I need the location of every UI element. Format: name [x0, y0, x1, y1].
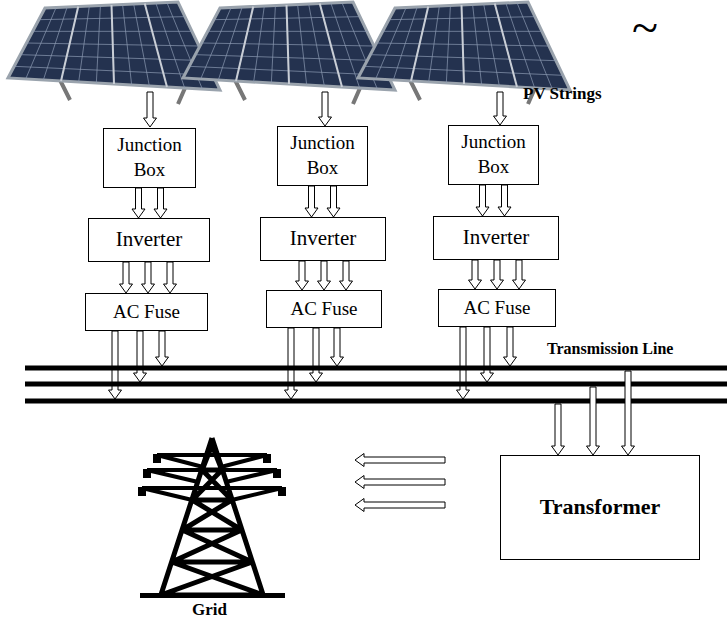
power-connector: [120, 262, 177, 293]
arrow-shaft: [513, 260, 526, 289]
power-connector: [132, 188, 167, 218]
module-divider: [287, 5, 290, 84]
insulator: [153, 454, 161, 463]
grid-arrow: [355, 476, 445, 489]
junction-box: Junction Box: [448, 125, 539, 185]
transmission-line: [25, 366, 727, 371]
module-divider: [236, 7, 253, 82]
dc-arrow: [494, 92, 507, 125]
module-divider: [61, 7, 78, 82]
arrow-shaft: [305, 186, 318, 217]
module-divider: [462, 5, 465, 84]
fuse-box: AC Fuse: [438, 289, 556, 327]
arrow-shaft: [498, 185, 511, 216]
module-divider: [112, 5, 115, 84]
dc-arrow: [144, 92, 157, 127]
section-label: PV Strings: [523, 84, 602, 104]
feed-arrow: [552, 404, 565, 455]
ac-symbol: ~: [632, 0, 658, 55]
junction-box: Junction Box: [103, 128, 196, 188]
fuse-box: AC Fuse: [266, 290, 382, 328]
node-label: Junction Box: [104, 133, 195, 182]
module-divider: [495, 4, 517, 88]
insulator: [263, 454, 271, 463]
fuse-box: AC Fuse: [85, 293, 208, 331]
pv-panel: [183, 2, 395, 126]
arrow-shaft: [296, 261, 309, 290]
arrow-shaft: [340, 261, 353, 290]
power-connector: [305, 186, 340, 217]
arrow-shaft: [476, 185, 489, 216]
transformer-box: Transformer: [500, 455, 700, 560]
node-label: Inverter: [463, 224, 529, 251]
ac-arrow: [457, 327, 470, 399]
module-divider: [320, 4, 342, 88]
node-label: Transformer: [540, 493, 661, 522]
cross-arm: [157, 455, 267, 467]
node-label: Inverter: [290, 225, 356, 252]
node-label: AC Fuse: [463, 296, 530, 321]
arrow-shaft: [154, 188, 167, 218]
cross-arm: [147, 470, 277, 482]
power-connector: [469, 260, 526, 289]
ac-arrow: [285, 328, 298, 399]
junction-box: Junction Box: [277, 126, 368, 186]
node-label: AC Fuse: [290, 297, 357, 322]
node-label: Inverter: [116, 226, 182, 253]
grid-arrow: [355, 454, 445, 467]
cell-grid: [364, 3, 563, 90]
arrow-shaft: [318, 261, 331, 290]
power-connector: [476, 185, 511, 216]
arrow-shaft: [164, 262, 177, 293]
ac-arrow: [331, 328, 344, 366]
module-divider: [411, 7, 428, 82]
insulator: [273, 469, 281, 478]
pv-panel: [358, 2, 570, 125]
ac-arrow: [134, 331, 147, 382]
tower-base: [140, 593, 285, 598]
arrow-shaft: [132, 188, 145, 218]
line-label: Transmission Line: [547, 340, 673, 358]
feed-arrow: [587, 387, 600, 455]
arrow-shaft: [327, 186, 340, 217]
node-label: Junction Box: [449, 130, 538, 179]
ac-arrow: [504, 327, 517, 366]
ac-arrow: [156, 331, 169, 366]
panel-frame: [358, 2, 570, 90]
arrow-shaft: [469, 260, 482, 289]
inverter-box: Inverter: [88, 218, 210, 262]
insulator: [143, 469, 151, 478]
ac-arrow: [481, 327, 494, 382]
dc-arrow: [319, 92, 332, 126]
arrow-shaft: [491, 260, 504, 289]
pv-panel: [8, 2, 220, 127]
grid-arrow: [355, 499, 445, 512]
grid-label: Grid: [192, 600, 227, 620]
insulator: [278, 487, 286, 496]
node-label: Junction Box: [278, 131, 367, 180]
grid-tower: [138, 438, 286, 598]
ac-arrow: [109, 331, 122, 399]
insulator: [138, 487, 146, 496]
cross-arm: [142, 488, 282, 500]
power-connector: [296, 261, 353, 290]
transmission-line: [25, 399, 727, 404]
feed-arrow: [622, 371, 635, 455]
ac-arrow: [310, 328, 323, 382]
node-label: AC Fuse: [113, 300, 180, 325]
transmission-line: [25, 382, 727, 387]
inverter-box: Inverter: [433, 216, 559, 260]
inverter-box: Inverter: [260, 217, 386, 261]
arrow-shaft: [120, 262, 133, 293]
arrow-shaft: [142, 262, 155, 293]
module-divider: [145, 4, 167, 88]
